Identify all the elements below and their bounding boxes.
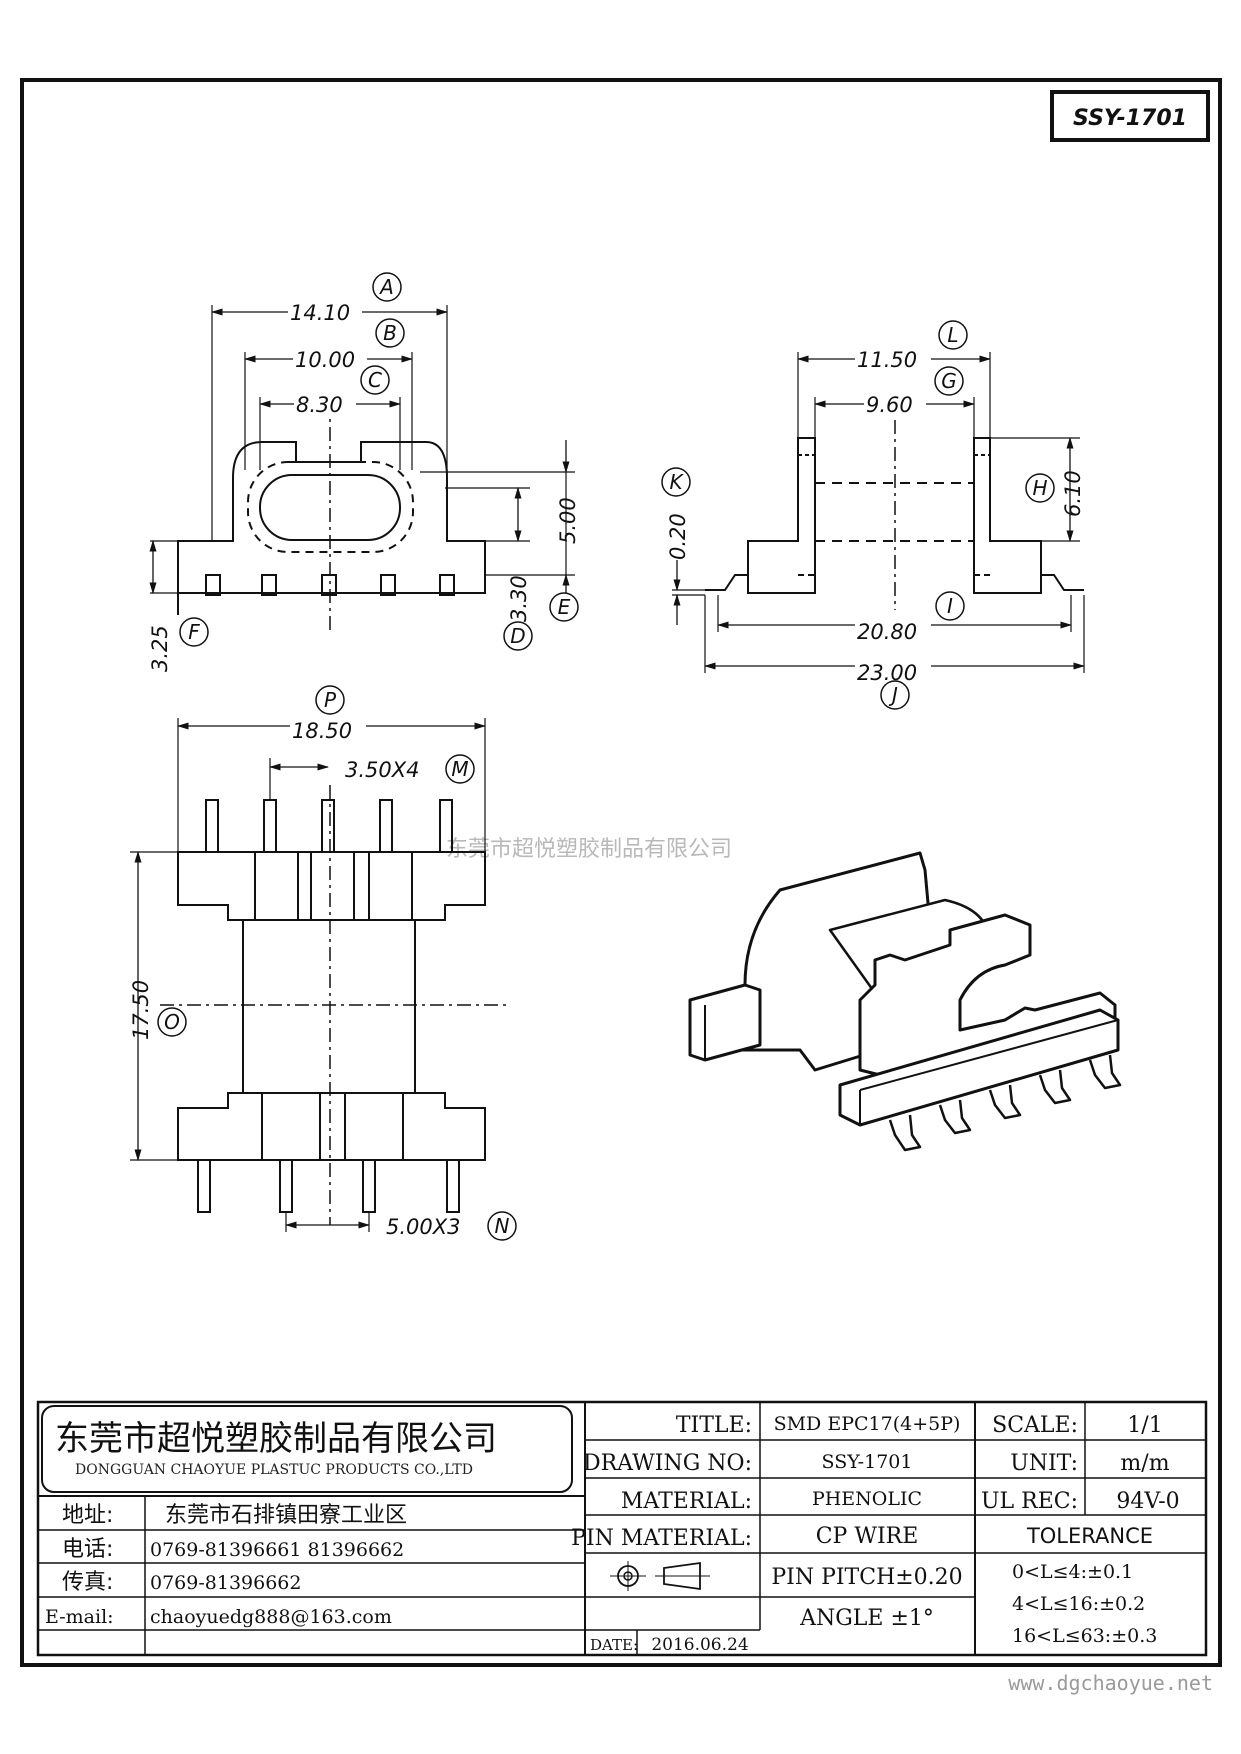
bottom-pin: [197, 1159, 211, 1213]
dim-label-f: F: [188, 620, 200, 644]
dim-label-o: O: [164, 1010, 180, 1034]
fax-label: 传真:: [62, 1570, 113, 1595]
dim-value-b: 10.00: [295, 348, 355, 372]
address-value: 东莞市石排镇田寮工业区: [165, 1503, 407, 1528]
front-pin: [205, 574, 221, 596]
side-right-lead: [1041, 574, 1084, 591]
bottom-pin: [446, 1159, 460, 1213]
dim-value-p: 18.50: [292, 719, 352, 743]
date-value: 2016.06.24: [651, 1635, 748, 1655]
drawing-no-value: SSY-1701: [822, 1451, 913, 1473]
dim-value-f: 3.25: [148, 625, 172, 672]
pin-material-value: CP WIRE: [816, 1524, 919, 1549]
side-left-flange: [747, 437, 816, 594]
tel-value: 0769-81396661 81396662: [150, 1539, 404, 1561]
dim-label-k: K: [669, 470, 684, 494]
bottom-bottom-flange: [177, 1092, 486, 1161]
watermark: 东莞市超悦塑胶制品有限公司: [446, 837, 732, 862]
material-value: PHENOLIC: [812, 1488, 922, 1510]
tolerance-row-1: 0<L≤4:±0.1: [1012, 1561, 1133, 1583]
dim-value-g: 9.60: [866, 393, 913, 417]
dim-label-h: H: [1032, 476, 1047, 500]
front-pin: [261, 574, 277, 596]
scale-label: SCALE:: [992, 1413, 1078, 1438]
angle-tolerance: ANGLE ±1°: [799, 1606, 934, 1631]
dim-value-c: 8.30: [296, 393, 343, 417]
dim-label-p: P: [324, 688, 337, 712]
drawing-code: SSY-1701: [1073, 106, 1187, 131]
dim-label-i: I: [947, 594, 953, 618]
website-url: www.dgchaoyue.net: [1008, 1671, 1213, 1695]
dim-label-d: D: [510, 624, 525, 648]
dim-value-m: 3.50X4: [345, 758, 420, 782]
title-block-text: 东莞市超悦塑胶制品有限公司 DONGGUAN CHAOYUE PLASTUC P…: [45, 1413, 1180, 1655]
front-view: [149, 305, 575, 630]
dim-value-d: 3.30: [507, 575, 531, 622]
side-left-lead: [705, 574, 748, 591]
dim-value-a: 14.10: [290, 301, 350, 325]
front-pin: [380, 574, 396, 596]
tolerance-label: TOLERANCE: [1026, 1524, 1153, 1548]
bottom-view-dim-labels: 18.50 P 3.50X4 M 17.50 O 5.00X3 N: [129, 685, 517, 1241]
company-name-en: DONGGUAN CHAOYUE PLASTUC PRODUCTS CO.,LT…: [75, 1462, 473, 1478]
tolerance-row-2: 4<L≤16:±0.2: [1012, 1593, 1145, 1615]
tolerance-row-3: 16<L≤63:±0.3: [1012, 1625, 1157, 1647]
fax-value: 0769-81396662: [150, 1572, 301, 1594]
dim-label-b: B: [383, 321, 397, 345]
bottom-pin: [321, 799, 335, 853]
front-pin: [321, 574, 337, 596]
drawing-no-label: DRAWING NO:: [583, 1451, 752, 1476]
date-label: DATE:: [590, 1636, 638, 1654]
pin-material-label: PIN MATERIAL:: [571, 1526, 752, 1551]
bottom-pin: [279, 1159, 293, 1213]
side-right-flange: [973, 437, 1042, 594]
bottom-pin: [439, 799, 453, 853]
front-body-outline: [177, 441, 486, 615]
dim-value-k: 0.20: [666, 513, 690, 560]
email-value: chaoyuedg888@163.com: [150, 1606, 392, 1628]
side-view-dim-labels: 11.50 L 9.60 G 6.10 H 0.20 K 20.80 I 23.…: [661, 320, 1085, 710]
title-value: SMD EPC17(4+5P): [774, 1413, 961, 1435]
dim-label-a: A: [378, 275, 394, 299]
unit-value: m/m: [1120, 1451, 1169, 1476]
dim-label-g: G: [941, 369, 957, 393]
email-label: E-mail:: [45, 1606, 114, 1628]
bottom-pin: [362, 1159, 376, 1213]
dim-label-n: N: [495, 1214, 510, 1238]
pin-pitch: PIN PITCH±0.20: [771, 1565, 962, 1590]
address-label: 地址:: [62, 1503, 113, 1528]
unit-label: UNIT:: [1010, 1451, 1078, 1476]
ul-rec-label: UL REC:: [981, 1489, 1078, 1514]
drawing-code-box: SSY-1701: [1050, 90, 1210, 142]
front-view-dim-labels: 14.10 A 10.00 B 8.30 C 5.00 E 3.30 D 3.2…: [148, 272, 580, 672]
bottom-pin: [379, 799, 393, 853]
dim-label-c: C: [368, 368, 382, 392]
dim-label-l: L: [947, 323, 958, 347]
bottom-view: [130, 718, 510, 1232]
isometric-view: [688, 851, 1122, 1152]
front-pin: [439, 574, 455, 596]
scale-value: 1/1: [1127, 1413, 1162, 1438]
dim-value-o: 17.50: [129, 980, 153, 1040]
bottom-pin: [263, 799, 277, 853]
title-label: TITLE:: [676, 1413, 752, 1438]
bottom-top-flange: [177, 851, 486, 921]
dim-label-m: M: [451, 757, 468, 781]
dim-label-e: E: [558, 595, 571, 619]
drawing-frame: [20, 78, 1222, 1667]
tel-label: 电话:: [62, 1537, 113, 1562]
bottom-pin: [205, 799, 219, 853]
dim-value-j: 23.00: [857, 661, 917, 685]
company-name-cn: 东莞市超悦塑胶制品有限公司: [55, 1419, 497, 1459]
ul-rec-value: 94V-0: [1116, 1489, 1179, 1514]
dim-value-i: 20.80: [857, 620, 917, 644]
title-block: [36, 1400, 1208, 1657]
dim-value-l: 11.50: [857, 348, 917, 372]
dim-label-j: J: [888, 683, 898, 707]
dim-value-n: 5.00X3: [386, 1215, 461, 1239]
dim-value-h: 6.10: [1061, 470, 1085, 517]
dim-value-e: 5.00: [556, 497, 580, 544]
material-label: MATERIAL:: [621, 1489, 752, 1514]
